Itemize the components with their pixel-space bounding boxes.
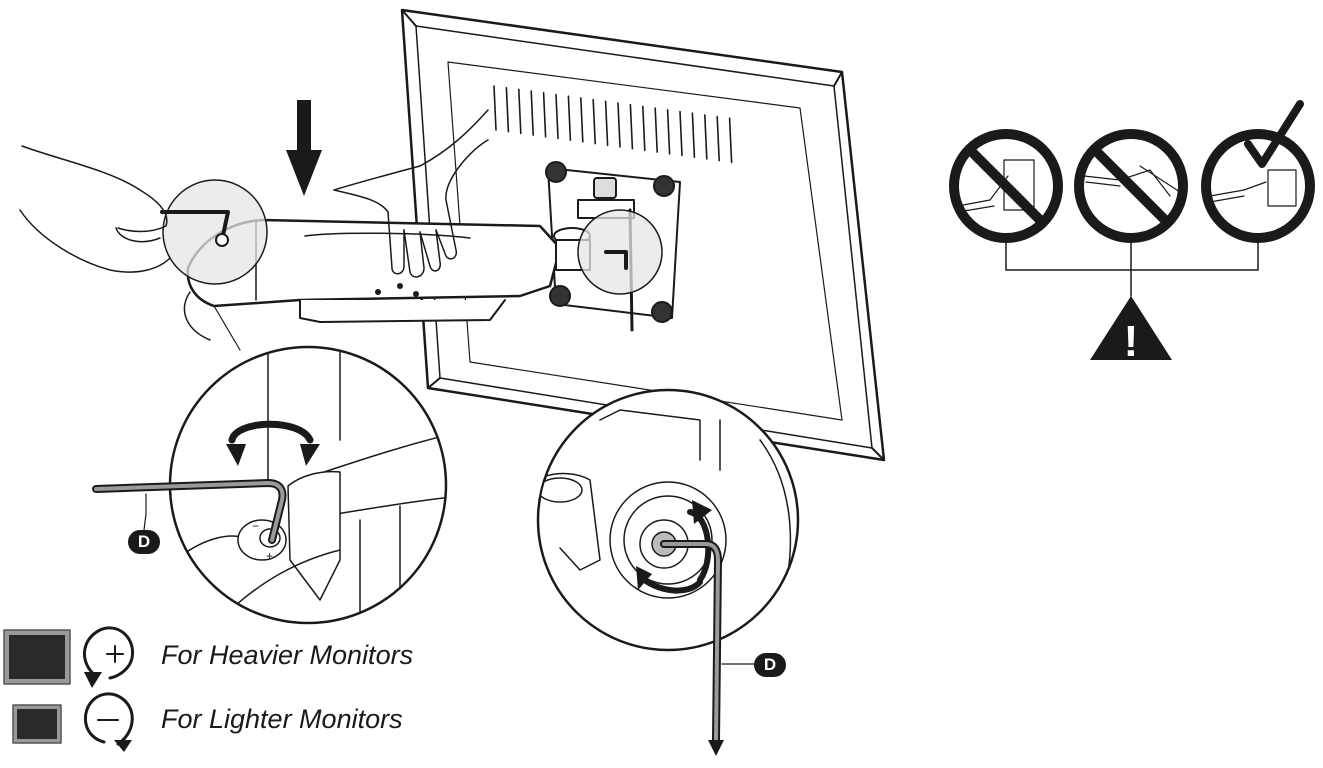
right-hand bbox=[333, 109, 489, 278]
vent-slot bbox=[691, 112, 696, 158]
vent-slot bbox=[716, 115, 721, 162]
left-hand bbox=[19, 145, 171, 273]
legend-heavier-label: For Heavier Monitors bbox=[161, 640, 414, 670]
vent-slot bbox=[542, 92, 547, 138]
vent-slot bbox=[617, 102, 621, 148]
monitor-arm bbox=[183, 218, 591, 351]
vent-slot bbox=[567, 95, 572, 141]
vent-slot bbox=[493, 85, 497, 131]
prohibited-icon-1 bbox=[949, 129, 1063, 243]
vent-slot bbox=[530, 90, 535, 136]
svg-text:+: + bbox=[266, 549, 273, 563]
allen-key-left bbox=[92, 479, 287, 544]
vent-slot bbox=[505, 86, 510, 133]
warning-triangle-icon: ! bbox=[1090, 296, 1172, 366]
warning-symbol: ! bbox=[1124, 317, 1139, 366]
vent-slot bbox=[555, 93, 559, 140]
allen-key-small-left bbox=[160, 210, 230, 242]
vent-slot bbox=[679, 110, 683, 157]
vent-slot bbox=[728, 117, 733, 164]
vent-slot bbox=[579, 97, 584, 143]
vent-slot bbox=[604, 100, 609, 147]
vent-slots bbox=[493, 85, 733, 164]
zoom-highlight-left bbox=[162, 179, 268, 285]
prohibited-icon-2 bbox=[1074, 129, 1188, 243]
tool-label-right: D bbox=[754, 653, 786, 677]
rotate-plus-icon bbox=[83, 626, 135, 688]
allen-key-right bbox=[660, 540, 757, 756]
svg-text:−: − bbox=[252, 519, 259, 533]
vent-slot bbox=[641, 105, 646, 152]
vent-slot bbox=[654, 107, 659, 153]
rotate-both-ways-icon bbox=[228, 420, 314, 444]
allen-key-small-right bbox=[604, 250, 628, 270]
rotate-minus-icon bbox=[83, 692, 134, 752]
legend bbox=[3, 626, 135, 752]
zoom-detail-right bbox=[536, 388, 800, 652]
push-down-arrow-icon bbox=[286, 100, 322, 196]
vent-slot bbox=[666, 109, 671, 155]
warning-panel: ! bbox=[949, 100, 1315, 366]
vent-slot bbox=[629, 103, 634, 150]
vent-slot bbox=[517, 88, 522, 135]
allowed-icon bbox=[1201, 100, 1315, 243]
vent-slot bbox=[703, 114, 708, 160]
vent-slot bbox=[592, 98, 597, 145]
legend-lighter-label: For Lighter Monitors bbox=[161, 704, 403, 734]
zoom-detail-left: − + bbox=[168, 345, 448, 625]
tool-label-left: D bbox=[128, 530, 160, 554]
checkmark-icon bbox=[1244, 100, 1304, 168]
